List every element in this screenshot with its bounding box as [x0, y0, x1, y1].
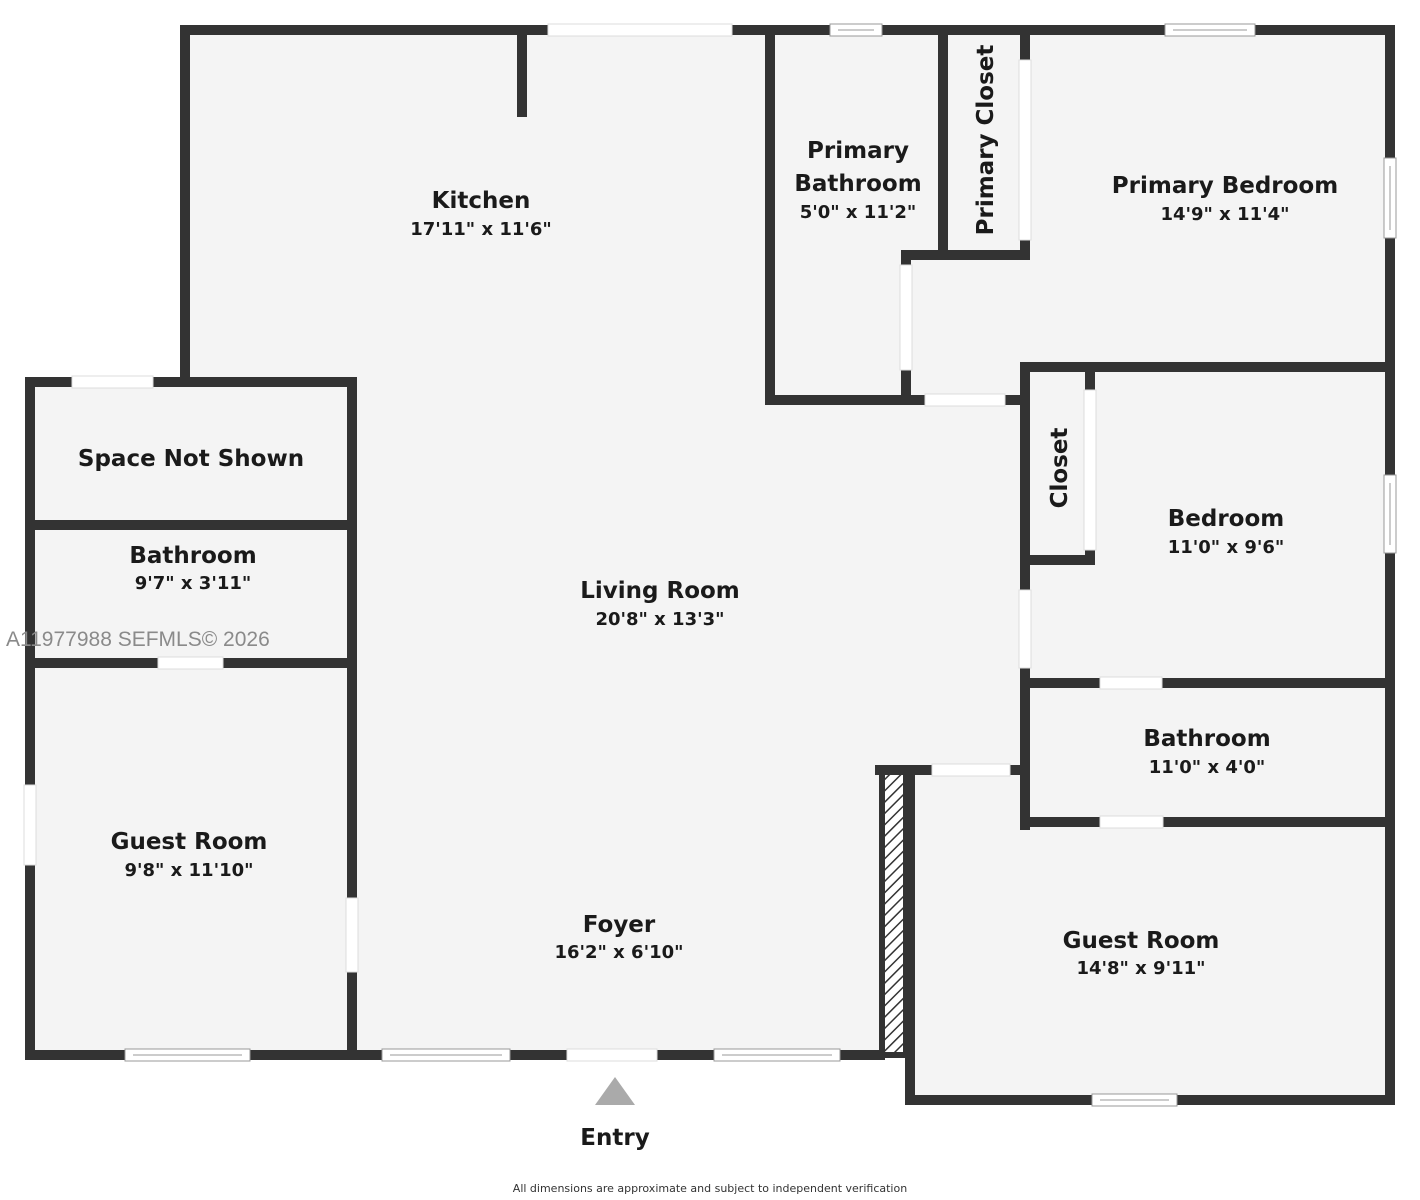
doorway: [566, 1048, 658, 1062]
primary-bathroom-label-1: Primary: [807, 138, 909, 164]
primary-closet-label: Primary Closet: [973, 45, 999, 236]
windows-and-doors: [23, 23, 1397, 1107]
doorway: [1099, 815, 1164, 829]
hatched-column: [879, 767, 909, 1058]
guest-room-left-label: Guest Room: [111, 829, 268, 855]
doorway: [23, 784, 37, 866]
guest-room-right-dim: 14'8" x 9'11": [1076, 958, 1205, 979]
doorway: [899, 264, 913, 371]
primary-bedroom-dim: 14'9" x 11'4": [1160, 204, 1289, 225]
room-labels: Kitchen 17'11" x 11'6" Primary Bathroom …: [78, 45, 1338, 979]
bathroom-left-dim: 9'7" x 3'11": [135, 573, 252, 594]
doorway: [931, 763, 1011, 777]
space-not-shown-label: Space Not Shown: [78, 446, 304, 472]
primary-bedroom-label: Primary Bedroom: [1112, 173, 1338, 199]
guest-room-right-label: Guest Room: [1063, 928, 1220, 954]
primary-bathroom-label-2: Bathroom: [794, 171, 921, 197]
closet-label: Closet: [1047, 428, 1073, 509]
doorway: [157, 656, 224, 670]
watermark: A11977988 SEFMLS© 2026: [6, 628, 270, 651]
doorway: [924, 393, 1006, 407]
bathroom-right-dim: 11'0" x 4'0": [1149, 757, 1266, 778]
foyer-label: Foyer: [583, 912, 656, 938]
bedroom-label: Bedroom: [1168, 506, 1285, 532]
floor-areas: [30, 30, 1390, 1100]
disclaimer: All dimensions are approximate and subje…: [513, 1182, 907, 1195]
primary-bathroom-dim: 5'0" x 11'2": [800, 202, 917, 223]
doorway: [1018, 589, 1032, 669]
doorway: [71, 375, 154, 389]
doorway: [547, 23, 733, 37]
doorway: [1083, 389, 1097, 551]
bedroom-dim: 11'0" x 9'6": [1168, 537, 1285, 558]
kitchen-label: Kitchen: [432, 188, 531, 214]
doorway: [1018, 59, 1032, 241]
living-room-label: Living Room: [580, 578, 740, 604]
entry-label: Entry: [580, 1125, 649, 1151]
living-room-dim: 20'8" x 13'3": [595, 609, 724, 630]
foyer-dim: 16'2" x 6'10": [554, 942, 683, 963]
bathroom-right-label: Bathroom: [1143, 726, 1270, 752]
guest-room-left-dim: 9'8" x 11'10": [124, 860, 253, 881]
doorway: [1099, 676, 1163, 690]
bathroom-left-label: Bathroom: [129, 543, 256, 569]
doorway: [345, 897, 359, 973]
triangle-up-icon: [595, 1077, 635, 1105]
kitchen-dim: 17'11" x 11'6": [410, 219, 552, 240]
